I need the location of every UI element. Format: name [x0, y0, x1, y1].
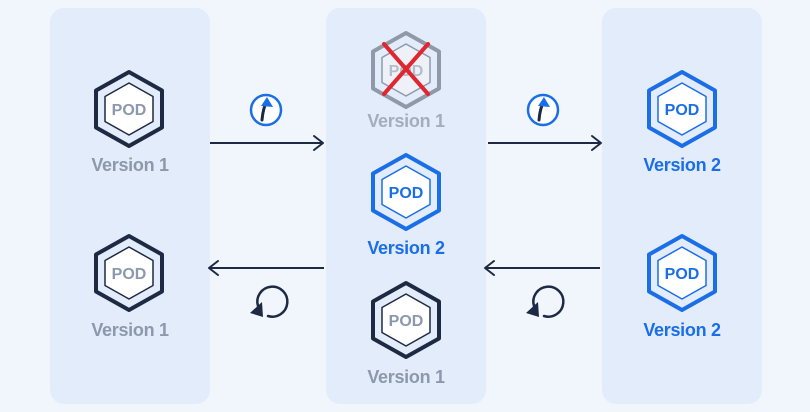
pod-badge-text: POD — [389, 185, 424, 202]
version-label: Version 1 — [91, 155, 169, 175]
panel-target — [602, 8, 762, 404]
terminated-pod-icon: POD — [371, 31, 441, 109]
forward-arrow — [210, 135, 324, 151]
upgrade-arrow-icon — [249, 93, 283, 127]
upgrade-arrow-icon — [526, 93, 560, 127]
pod-icon: POD — [94, 234, 164, 312]
pod-badge-text: POD — [389, 313, 424, 330]
pod-icon: POD — [647, 70, 717, 148]
version-label: Version 1 — [91, 320, 169, 340]
rollback-icon — [250, 285, 289, 318]
pod-icon: POD — [371, 281, 441, 359]
version-label: Version 1 — [367, 367, 445, 387]
back-arrow — [208, 260, 324, 276]
pod-icon: POD — [94, 70, 164, 148]
cross-icon — [382, 42, 430, 96]
forward-arrow — [488, 135, 602, 151]
version-label: Version 2 — [367, 238, 445, 258]
pod-badge-text: POD — [665, 266, 700, 283]
back-arrow — [484, 260, 600, 276]
panel-initial — [50, 8, 210, 404]
version-label: Version 2 — [643, 320, 721, 340]
pod-icon: POD — [371, 153, 441, 231]
pod-badge-text: POD — [112, 102, 147, 119]
version-label: Version 2 — [643, 155, 721, 175]
rollback-icon — [526, 285, 565, 318]
pod-badge-text: POD — [665, 102, 700, 119]
pod-icon: POD — [647, 234, 717, 312]
pod-badge-text: POD — [112, 266, 147, 283]
version-label: Version 1 — [367, 111, 445, 131]
